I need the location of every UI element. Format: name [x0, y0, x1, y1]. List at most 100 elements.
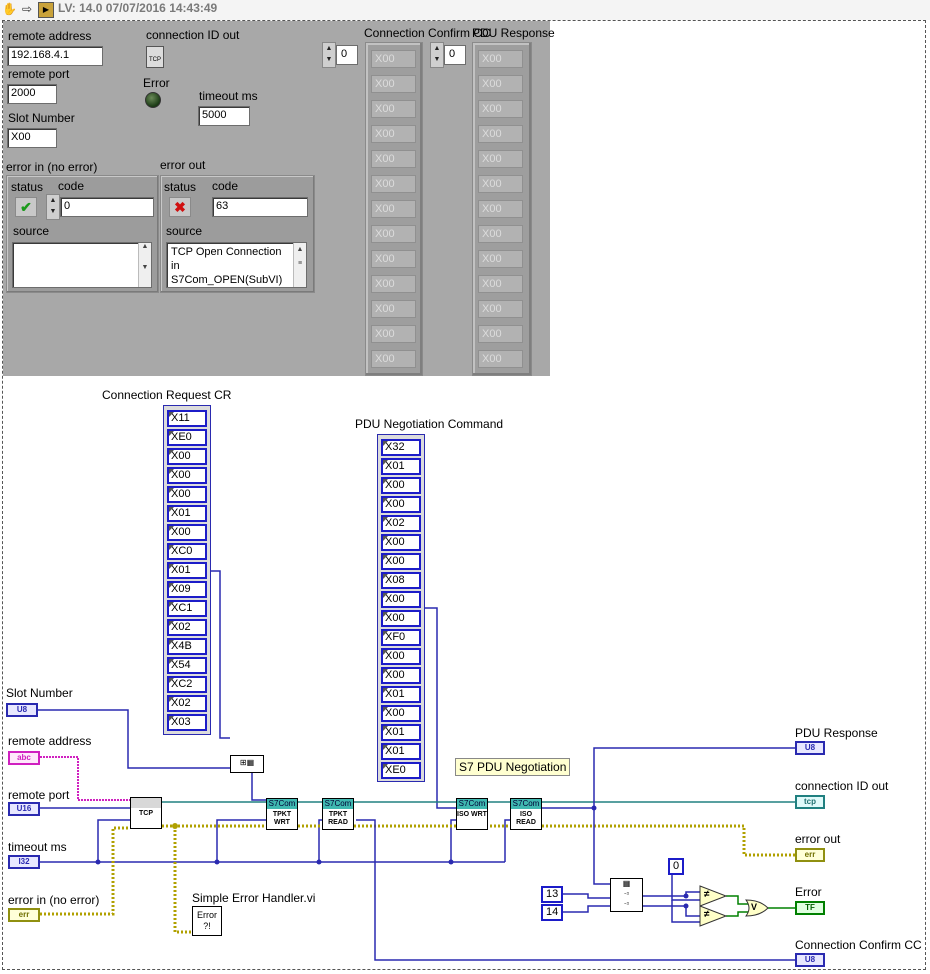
cc-index-field[interactable]: 0: [336, 45, 358, 65]
tpkt-read-subvi[interactable]: S7Com TPKT READ: [322, 798, 354, 830]
term-pdu-response[interactable]: U8: [795, 741, 825, 755]
term-remote-port[interactable]: U16: [8, 802, 40, 816]
const-14[interactable]: 14: [541, 904, 563, 921]
pdu-negotiation-element[interactable]: X01: [381, 686, 421, 703]
term-error[interactable]: TF: [795, 901, 825, 915]
cc-array-element[interactable]: X00: [371, 100, 416, 118]
pdu-response-array-element[interactable]: X00: [478, 150, 523, 168]
tcp-open-subvi[interactable]: TCP: [130, 797, 162, 829]
not-equal-icon-1[interactable]: ≠: [704, 889, 710, 900]
pdu-negotiation-element[interactable]: XE0: [381, 762, 421, 779]
cr-array-element[interactable]: X02: [167, 619, 207, 636]
cr-array-element[interactable]: X00: [167, 448, 207, 465]
cr-array-element[interactable]: X00: [167, 486, 207, 503]
error-in-code-spinner[interactable]: ▲▼: [46, 194, 60, 220]
remote-port-field[interactable]: 2000: [7, 84, 57, 104]
pdu-negotiation-element[interactable]: XF0: [381, 629, 421, 646]
pdu-negotiation-element[interactable]: X02: [381, 515, 421, 532]
not-equal-icon-2[interactable]: ≠: [704, 909, 710, 920]
cc-array-element[interactable]: X00: [371, 300, 416, 318]
cr-array-element[interactable]: X4B: [167, 638, 207, 655]
pdu-response-array-element[interactable]: X00: [478, 350, 523, 368]
cr-array-element[interactable]: X11: [167, 410, 207, 427]
pdu-negotiation-element[interactable]: X00: [381, 610, 421, 627]
error-led[interactable]: [145, 92, 161, 108]
run-arrow-icon[interactable]: ⇨: [21, 2, 33, 16]
cr-array-element[interactable]: X01: [167, 505, 207, 522]
pdu-response-array-element[interactable]: X00: [478, 50, 523, 68]
cc-array-element[interactable]: X00: [371, 200, 416, 218]
cc-array-element[interactable]: X00: [371, 175, 416, 193]
timeout-field[interactable]: 5000: [198, 106, 250, 126]
error-out-source-scrollbar[interactable]: ▲≡▼: [293, 243, 306, 287]
build-array-node[interactable]: ⊞▦: [230, 755, 264, 773]
cr-array-element[interactable]: X01: [167, 562, 207, 579]
error-in-source-field[interactable]: ▲▼: [12, 242, 152, 288]
cr-array-element[interactable]: X00: [167, 524, 207, 541]
or-gate-icon[interactable]: V: [751, 902, 758, 912]
pdu-response-array-element[interactable]: X00: [478, 75, 523, 93]
pdu-response-array-element[interactable]: X00: [478, 125, 523, 143]
cc-array-element[interactable]: X00: [371, 125, 416, 143]
const-zero[interactable]: 0: [668, 858, 684, 875]
pdu-response-array-element[interactable]: X00: [478, 200, 523, 218]
error-in-source-scrollbar[interactable]: ▲▼: [138, 243, 151, 287]
pdu-negotiation-element[interactable]: X01: [381, 743, 421, 760]
pdu-negotiation-element[interactable]: X01: [381, 724, 421, 741]
pdu-negotiation-element[interactable]: X00: [381, 553, 421, 570]
pdu-index-spinner[interactable]: ▲▼: [430, 42, 444, 68]
cc-array-element[interactable]: X00: [371, 350, 416, 368]
pdu-negotiation-element[interactable]: X00: [381, 648, 421, 665]
cr-array-element[interactable]: XE0: [167, 429, 207, 446]
hand-tool-icon[interactable]: ✋: [2, 2, 17, 16]
pdu-negotiation-element[interactable]: X00: [381, 534, 421, 551]
pdu-response-array-element[interactable]: X00: [478, 175, 523, 193]
term-error-out[interactable]: err: [795, 848, 825, 862]
cr-array-element[interactable]: XC2: [167, 676, 207, 693]
pdu-negotiation-element[interactable]: X00: [381, 477, 421, 494]
iso-read-subvi[interactable]: S7Com ISO READ: [510, 798, 542, 830]
pdu-index-field[interactable]: 0: [444, 45, 466, 65]
pdu-negotiation-element[interactable]: X00: [381, 667, 421, 684]
cr-array-element[interactable]: X03: [167, 714, 207, 731]
cc-array-element[interactable]: X00: [371, 150, 416, 168]
term-timeout[interactable]: I32: [8, 855, 40, 869]
term-error-in[interactable]: err: [8, 908, 40, 922]
const-13[interactable]: 13: [541, 886, 563, 903]
error-in-status-check-icon[interactable]: ✔: [15, 197, 37, 217]
pdu-response-array-element[interactable]: X00: [478, 300, 523, 318]
pdu-negotiation-element[interactable]: X00: [381, 496, 421, 513]
pdu-response-array-element[interactable]: X00: [478, 275, 523, 293]
cc-array-element[interactable]: X00: [371, 275, 416, 293]
cc-array-element[interactable]: X00: [371, 75, 416, 93]
pdu-negotiation-element[interactable]: X32: [381, 439, 421, 456]
cr-array-element[interactable]: X09: [167, 581, 207, 598]
term-connection-confirm[interactable]: U8: [795, 953, 825, 967]
cr-array-element[interactable]: XC0: [167, 543, 207, 560]
error-in-code-field[interactable]: 0: [60, 197, 154, 217]
cr-array-element[interactable]: X54: [167, 657, 207, 674]
pdu-response-array-element[interactable]: X00: [478, 250, 523, 268]
pdu-negotiation-element[interactable]: X00: [381, 705, 421, 722]
pdu-negotiation-element[interactable]: X00: [381, 591, 421, 608]
term-slot-number[interactable]: U8: [6, 703, 38, 717]
pdu-response-array-element[interactable]: X00: [478, 225, 523, 243]
tpkt-wrt-subvi[interactable]: S7Com TPKT WRT: [266, 798, 298, 830]
slot-number-field[interactable]: X00: [7, 128, 57, 148]
term-remote-address[interactable]: abc: [8, 751, 40, 765]
remote-address-field[interactable]: 192.168.4.1: [7, 46, 103, 66]
cr-array-element[interactable]: X02: [167, 695, 207, 712]
term-connection-id-out[interactable]: tcp: [795, 795, 825, 809]
pdu-negotiation-element[interactable]: X08: [381, 572, 421, 589]
cr-array-element[interactable]: X00: [167, 467, 207, 484]
cr-array-element[interactable]: XC1: [167, 600, 207, 617]
index-array-node[interactable]: ▦·▫·▫: [610, 878, 643, 912]
cc-array-element[interactable]: X00: [371, 50, 416, 68]
pdu-negotiation-element[interactable]: X01: [381, 458, 421, 475]
error-handler-subvi[interactable]: Error?!: [192, 906, 222, 936]
cc-array-element[interactable]: X00: [371, 250, 416, 268]
cc-array-element[interactable]: X00: [371, 225, 416, 243]
pdu-response-array-element[interactable]: X00: [478, 100, 523, 118]
